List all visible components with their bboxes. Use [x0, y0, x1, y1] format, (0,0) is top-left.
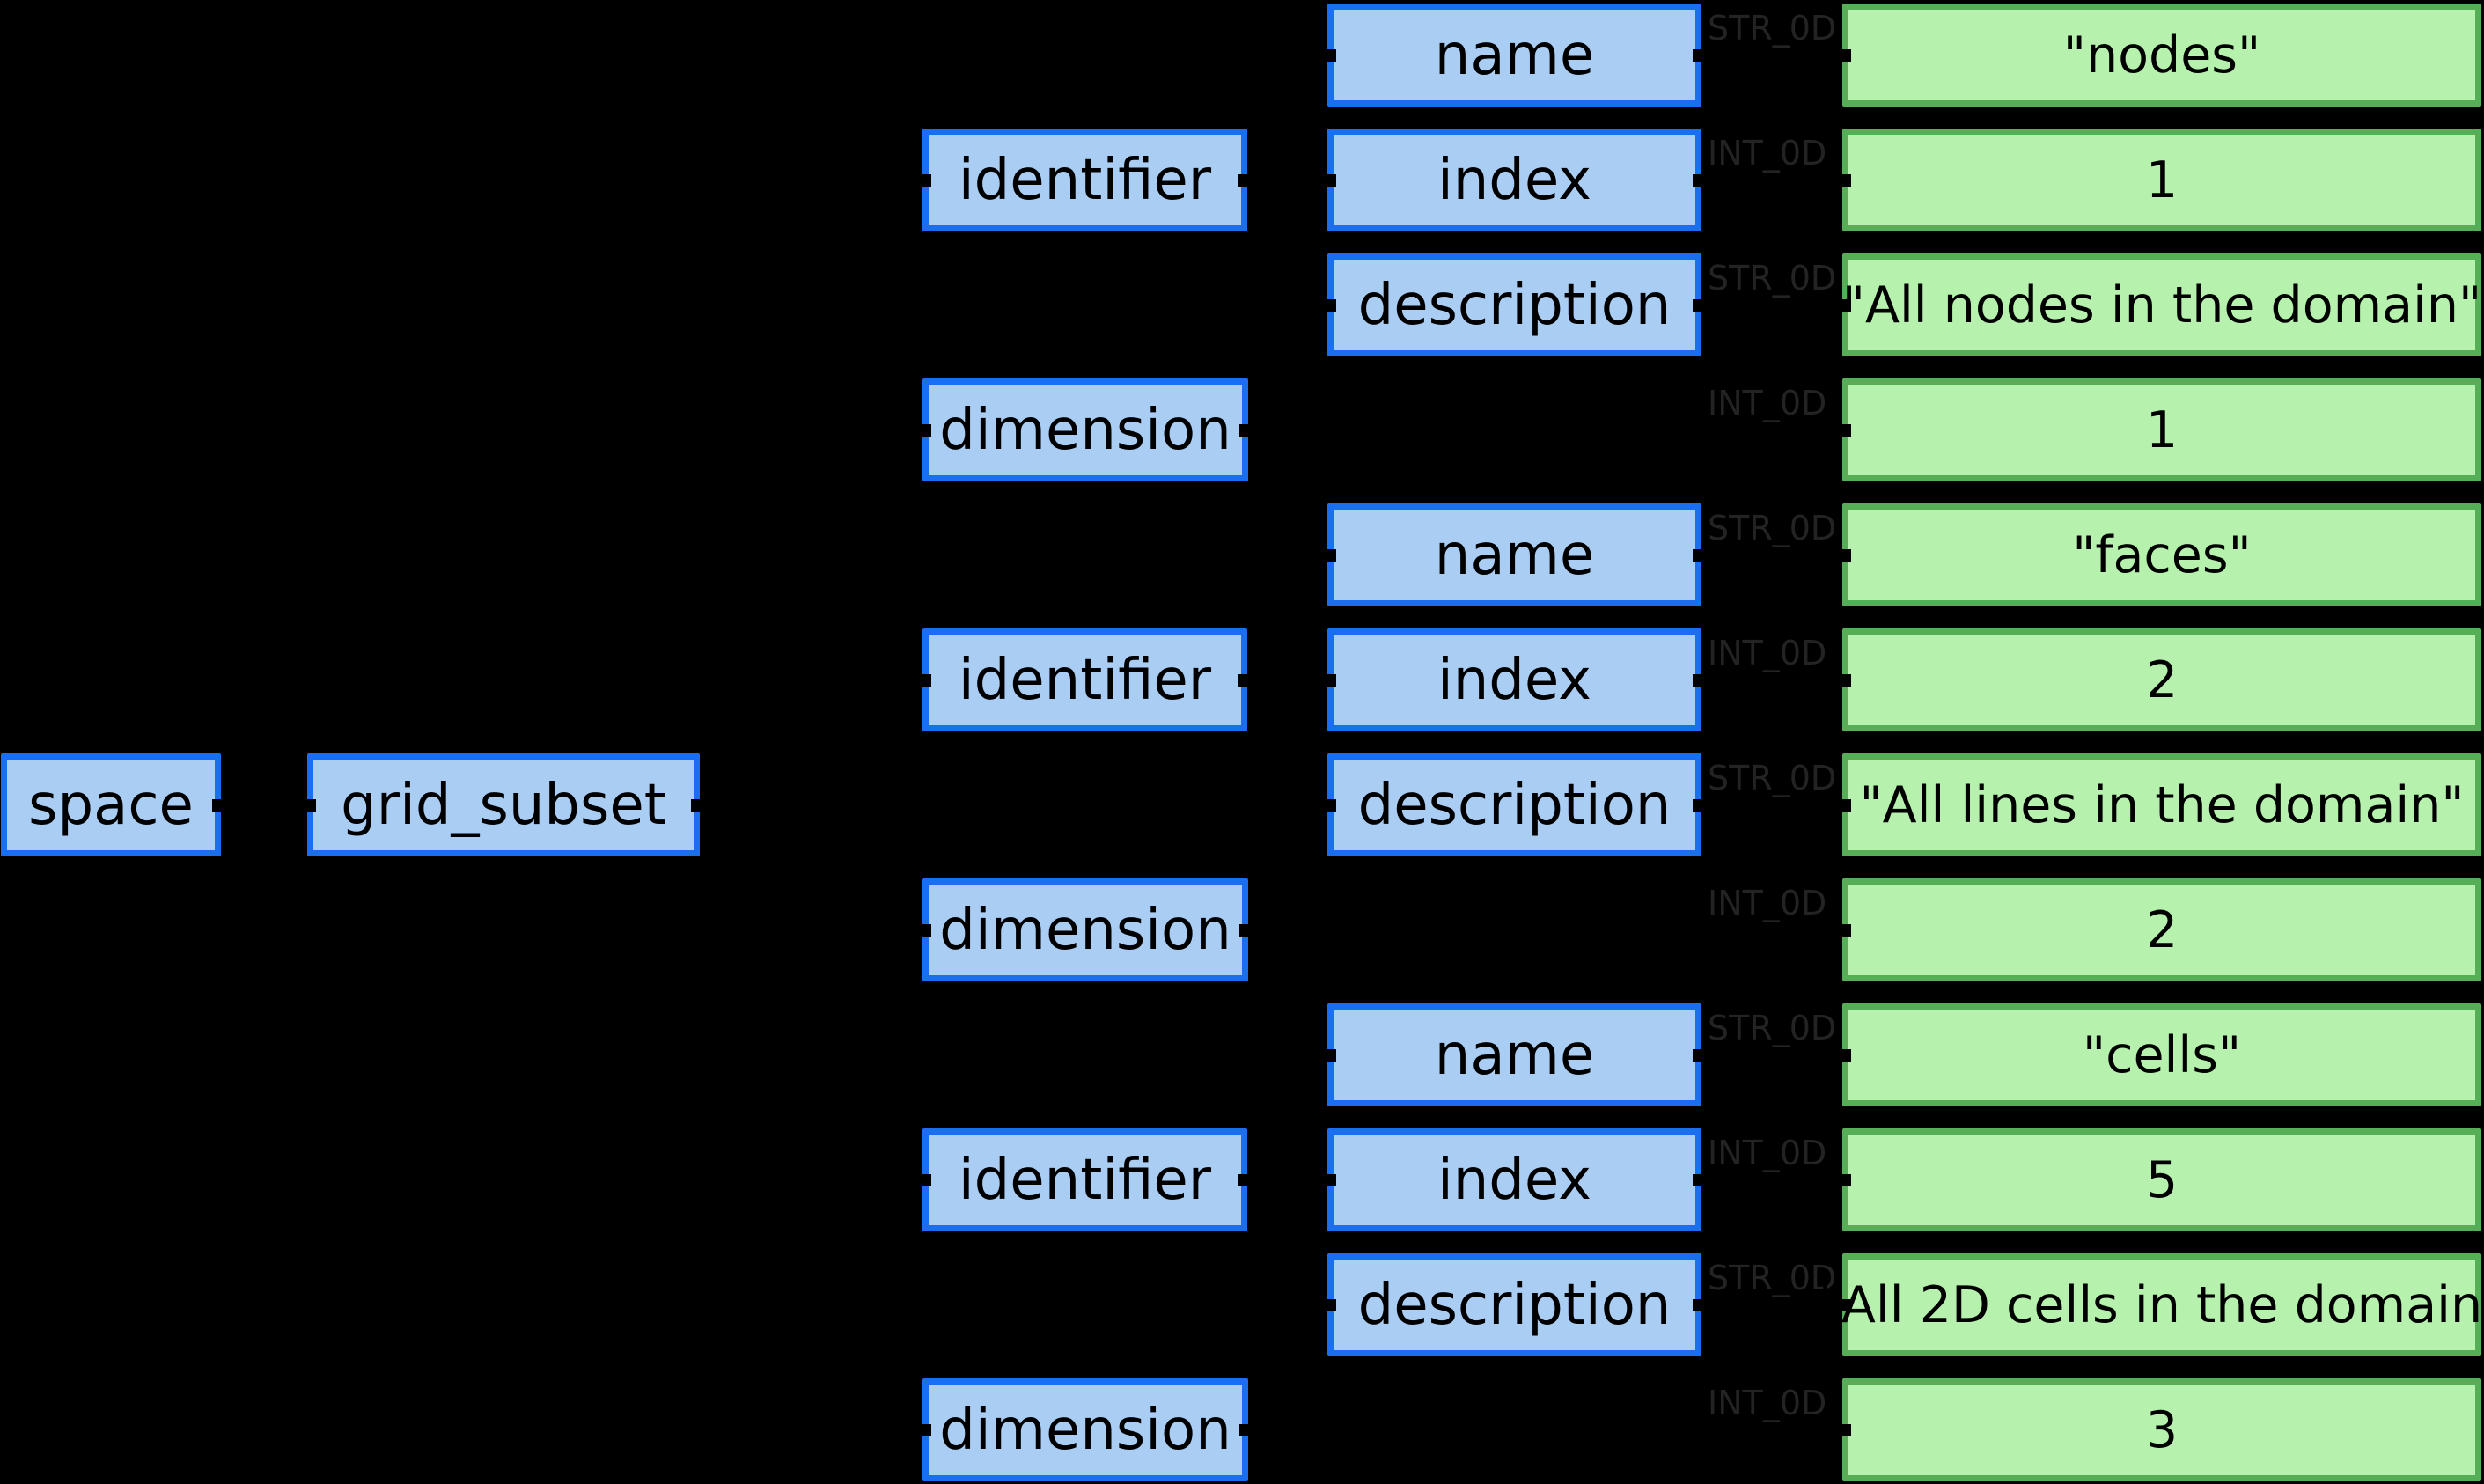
index-field-node: index: [1324, 628, 1705, 731]
dimension-value-node: 2: [1839, 878, 2481, 981]
name-field-node: name: [1324, 1003, 1705, 1106]
dimension-value-node: 1: [1839, 378, 2481, 481]
name-value-node: "cells": [1839, 1003, 2481, 1106]
description-type-label: STR_0D: [1708, 259, 1837, 298]
description-field-node: description: [1324, 753, 1705, 856]
index-field-node: index: [1324, 1128, 1705, 1231]
space-node: space: [1, 753, 224, 856]
index-field-node: index: [1324, 129, 1705, 231]
name-type-label: STR_0D: [1708, 9, 1837, 48]
name-field-node: name: [1324, 4, 1705, 107]
name-value-node: "faces": [1839, 503, 2481, 606]
description-value-node: "All 2D cells in the domain": [1819, 1253, 2484, 1356]
name-field-node: name: [1324, 503, 1705, 606]
description-value-node: "All lines in the domain": [1839, 753, 2481, 856]
index-type-label: INT_0D: [1708, 134, 1827, 173]
description-field-node: description: [1324, 1253, 1705, 1356]
grid-subset-node: grid_subset: [304, 753, 703, 856]
name-type-label: STR_0D: [1708, 509, 1837, 547]
dimension-node: dimension: [919, 1378, 1252, 1481]
index-type-label: INT_0D: [1708, 1134, 1827, 1172]
index-value-node: 5: [1839, 1128, 2481, 1231]
description-type-label: STR_0D: [1708, 759, 1837, 797]
dimension-node: dimension: [919, 378, 1252, 481]
identifier-node: identifier: [919, 628, 1251, 731]
dimension-value-node: 3: [1839, 1378, 2481, 1481]
index-type-label: INT_0D: [1708, 634, 1827, 672]
description-type-label: STR_0D: [1708, 1259, 1837, 1297]
dimension-type-label: INT_0D: [1708, 1384, 1827, 1422]
description-field-node: description: [1324, 253, 1705, 356]
name-type-label: STR_0D: [1708, 1009, 1837, 1047]
index-value-node: 2: [1839, 628, 2481, 731]
name-value-node: "nodes": [1839, 4, 2481, 107]
identifier-node: identifier: [919, 129, 1251, 231]
description-value-node: "All nodes in the domain": [1839, 253, 2481, 356]
index-value-node: 1: [1839, 129, 2481, 231]
identifier-node: identifier: [919, 1128, 1251, 1231]
dimension-type-label: INT_0D: [1708, 384, 1827, 422]
dimension-node: dimension: [919, 878, 1252, 981]
dimension-type-label: INT_0D: [1708, 884, 1827, 922]
